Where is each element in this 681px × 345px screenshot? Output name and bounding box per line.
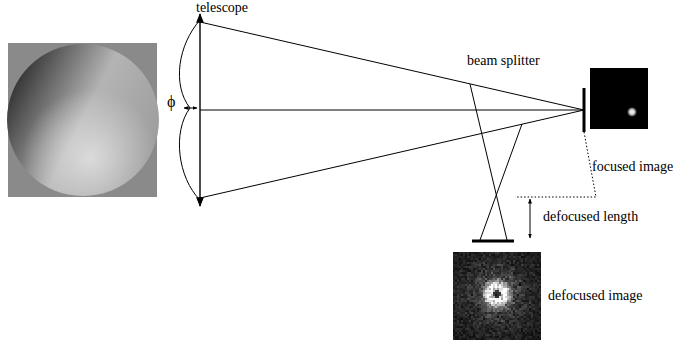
optical-axis [200,110,584,111]
phase-map-highlight [7,44,159,196]
speckle-pattern [453,252,541,340]
defocused-image-frame [453,252,541,340]
detector-image [453,252,541,340]
reflected-ray [480,124,522,240]
part-label: ϕ [167,94,175,110]
image-caption: defocused image [548,288,642,304]
part-label: beam splitter [467,53,540,69]
light-ray [200,110,584,198]
focused-image-frame [590,68,648,129]
phase-arrow [184,108,197,109]
defocus-length-arrow [530,199,531,238]
light-ray [200,22,584,110]
image-panel: focused image [590,68,648,129]
focal-detector [583,88,586,132]
phase-map-disk [7,44,159,196]
detector-image [590,68,648,129]
part-label: defocused length [543,209,638,225]
defocus-detector [472,240,514,243]
dotted-guide [515,132,596,197]
part-label: telescope [196,0,248,16]
image-caption: focused image [592,159,673,175]
image-panel: defocused image [453,252,541,340]
focused-spot [627,107,637,117]
wavefront-curve [179,20,200,200]
